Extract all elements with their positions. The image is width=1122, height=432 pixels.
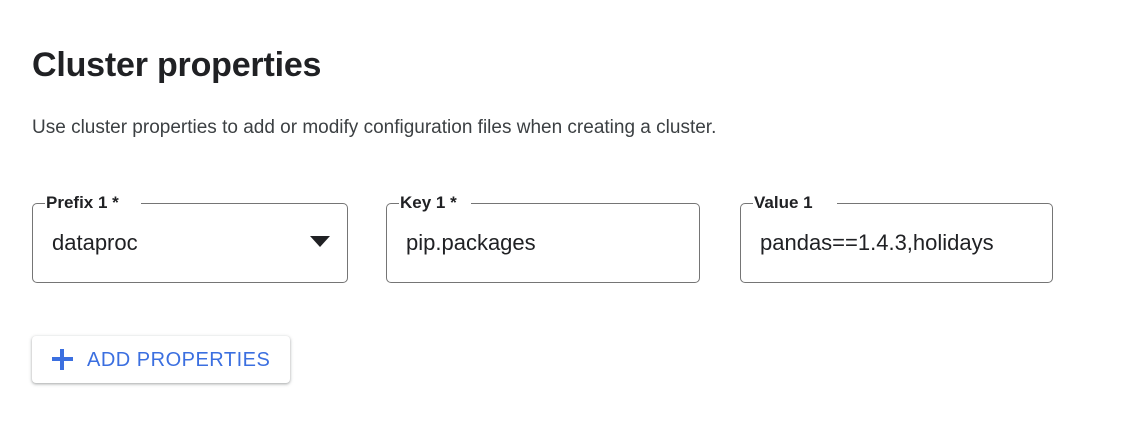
page-description: Use cluster properties to add or modify … (32, 117, 717, 138)
plus-icon (52, 349, 73, 370)
page-title: Cluster properties (32, 45, 322, 84)
prefix-selected-value[interactable]: dataproc (52, 230, 138, 255)
key-input-value[interactable]: pip.packages (406, 230, 536, 255)
key-input-field[interactable]: Key 1 * pip.packages (386, 193, 700, 283)
add-properties-label: ADD PROPERTIES (87, 348, 271, 371)
outline-leading (32, 203, 45, 283)
key-field-label: Key 1 * (399, 193, 458, 213)
chevron-down-icon[interactable] (310, 236, 330, 247)
value-input-field[interactable]: Value 1 pandas==1.4.3,holidays (740, 193, 1053, 283)
value-field-label: Value 1 (753, 193, 814, 213)
prefix-select-field[interactable]: Prefix 1 * dataproc (32, 193, 348, 283)
prefix-field-label: Prefix 1 * (45, 193, 120, 213)
outline-leading (386, 203, 399, 283)
add-properties-button[interactable]: ADD PROPERTIES (32, 336, 291, 383)
value-input-value[interactable]: pandas==1.4.3,holidays (760, 230, 994, 255)
property-row-1: Prefix 1 * dataproc Key 1 * pip.packages (32, 193, 1092, 285)
outline-leading (740, 203, 753, 283)
